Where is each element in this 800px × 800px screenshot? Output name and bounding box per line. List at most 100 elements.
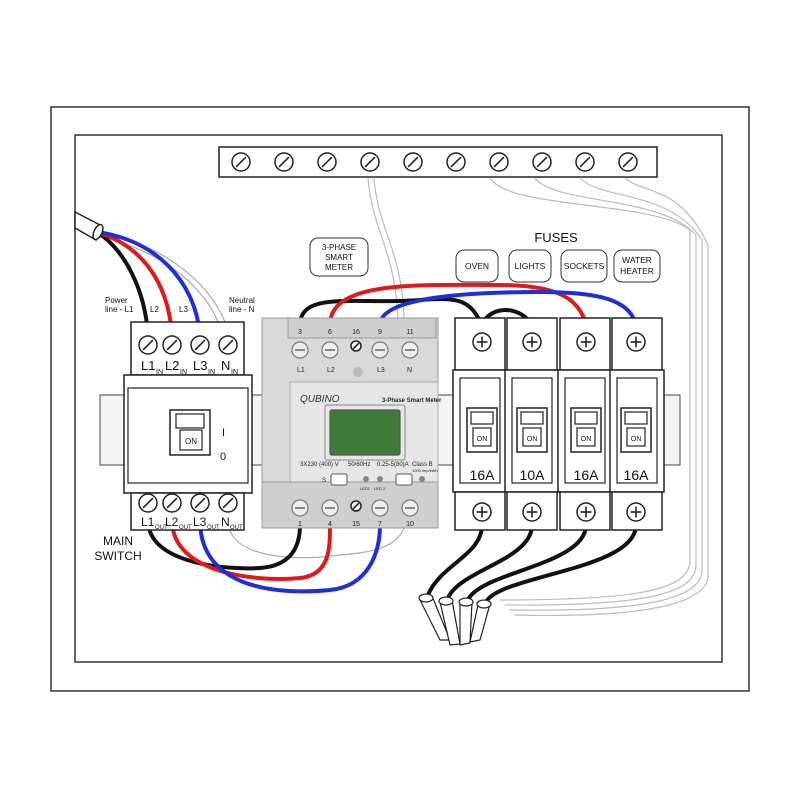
meter-top-number: 11 — [406, 329, 413, 336]
fuses-title: FUSES — [534, 230, 578, 245]
busbar-screw — [317, 152, 337, 172]
meter-spec-frequency: 50/60Hz — [348, 462, 370, 468]
meter-bottom-number: 4 — [328, 521, 332, 528]
switch-out-sub: OUT — [179, 525, 192, 531]
switch-in-sub: IN — [180, 369, 187, 376]
switch-out-screw — [162, 493, 182, 513]
fuse-toggle[interactable] — [620, 407, 652, 453]
fuse-rating: 10A — [520, 467, 546, 483]
meter-led1-label: LED1 — [360, 486, 371, 491]
meter-led2-label: LED 2 — [374, 486, 386, 491]
fuse-name-bubble: SOCKETS — [560, 249, 608, 283]
main-switch-on-mark: I — [222, 427, 225, 439]
meter-s-button[interactable] — [330, 473, 348, 486]
meter-led1 — [363, 476, 369, 482]
busbar-screw — [489, 152, 509, 172]
outer-frame — [50, 106, 750, 692]
meter-bottom-number: 15 — [352, 521, 360, 528]
meter-top-sub-label: L3 — [377, 367, 385, 374]
meter-bubble-line1: 3-PHASE — [322, 243, 356, 252]
switch-out-screw — [138, 493, 158, 513]
main-switch-on-label: ON — [185, 437, 197, 446]
switch-out-label: L1 — [141, 515, 155, 529]
inner-frame — [74, 134, 723, 663]
fuse-on-label: ON — [477, 436, 488, 443]
meter-brand: QUBINO — [300, 394, 340, 405]
fuse-name-line2: HEATER — [620, 266, 654, 276]
meter-bottom-terminal — [371, 499, 389, 517]
meter-bubble-line3: METER — [325, 263, 353, 272]
meter-display — [329, 409, 401, 456]
fuse-top-screw — [472, 332, 492, 352]
neutral-line-label-2: line - N — [229, 305, 255, 314]
switch-in-screw — [218, 335, 238, 355]
power-line-label-2: line - L1 — [105, 305, 134, 314]
fuse-rating: 16A — [574, 467, 600, 483]
incoming-cable — [74, 210, 104, 242]
meter-top-terminal — [401, 341, 419, 359]
meter-top-small-screw — [350, 340, 362, 352]
meter-led2 — [377, 476, 383, 482]
fuse: ON 16A — [609, 317, 665, 531]
meter-spec-current: 0.25-5(80)A — [377, 462, 409, 468]
meter-led3 — [419, 476, 425, 482]
fuse-bottom-screw — [626, 502, 646, 522]
busbar-screw — [360, 152, 380, 172]
fuse: ON 16A — [557, 317, 613, 531]
fuse-on-label: ON — [631, 436, 642, 443]
switch-in-label: N — [221, 358, 230, 373]
switch-in-label: L1 — [141, 358, 155, 373]
meter-bottom-number: 1 — [298, 521, 302, 528]
neutral-line-label-1: Neutral — [229, 296, 255, 305]
fuse-bottom-screw — [472, 502, 492, 522]
fuse-name: SOCKETS — [564, 261, 605, 271]
meter-bottom-number: 7 — [378, 521, 382, 528]
main-switch-label-1: MAIN — [103, 534, 133, 548]
power-line-label-1: Power — [105, 296, 128, 305]
fuse-on-label: ON — [581, 436, 592, 443]
meter-top-sub-label: L1 — [297, 367, 305, 374]
meter-model: 3-Phase Smart Meter — [382, 398, 442, 404]
fuse: ON 16A — [452, 317, 508, 531]
meter-spec-class: Class B — [412, 462, 433, 468]
switch-out-screw — [190, 493, 210, 513]
meter-top-sub-label: N — [407, 367, 412, 374]
l2-label: L2 — [150, 305, 159, 314]
fuse-toggle[interactable] — [466, 407, 498, 453]
meter-spec-extra: 1000 imp/kWh — [412, 468, 438, 473]
busbar-screw — [231, 152, 251, 172]
meter-top-number: 6 — [328, 329, 332, 336]
switch-out-label: N — [221, 515, 230, 529]
busbar-screw — [446, 152, 466, 172]
switch-out-sub: OUT — [207, 525, 220, 531]
meter-right-button[interactable] — [395, 473, 413, 486]
fuse-name-line1: WATER — [622, 255, 652, 265]
switch-out-screw — [218, 493, 238, 513]
fuse-rating: 16A — [624, 467, 650, 483]
switch-in-screw — [162, 335, 182, 355]
switch-in-label: L3 — [193, 358, 207, 373]
meter-bottom-number: 10 — [406, 521, 414, 528]
busbar-screw — [274, 152, 294, 172]
busbar-screw — [618, 152, 638, 172]
meter-bubble: 3-PHASE SMART METER — [309, 237, 369, 277]
switch-out-label: L2 — [165, 515, 179, 529]
neutral-busbar — [218, 146, 658, 178]
meter-spec-voltage: 3X230 (400) V — [300, 462, 339, 468]
main-switch-label-2: SWITCH — [94, 549, 141, 563]
switch-in-screw — [190, 335, 210, 355]
switch-in-label: L2 — [165, 358, 179, 373]
meter-top-sub-label: L2 — [327, 367, 335, 374]
fuse-rating: 16A — [470, 467, 496, 483]
switch-out-sub: OUT — [155, 525, 168, 531]
fuse-name-bubble: LIGHTS — [508, 249, 552, 283]
meter-top-terminal — [291, 341, 309, 359]
fuse-top-screw — [626, 332, 646, 352]
outgoing-cable-ends — [418, 593, 492, 646]
fuse-toggle[interactable] — [516, 407, 548, 453]
fuse-toggle[interactable] — [570, 407, 602, 453]
